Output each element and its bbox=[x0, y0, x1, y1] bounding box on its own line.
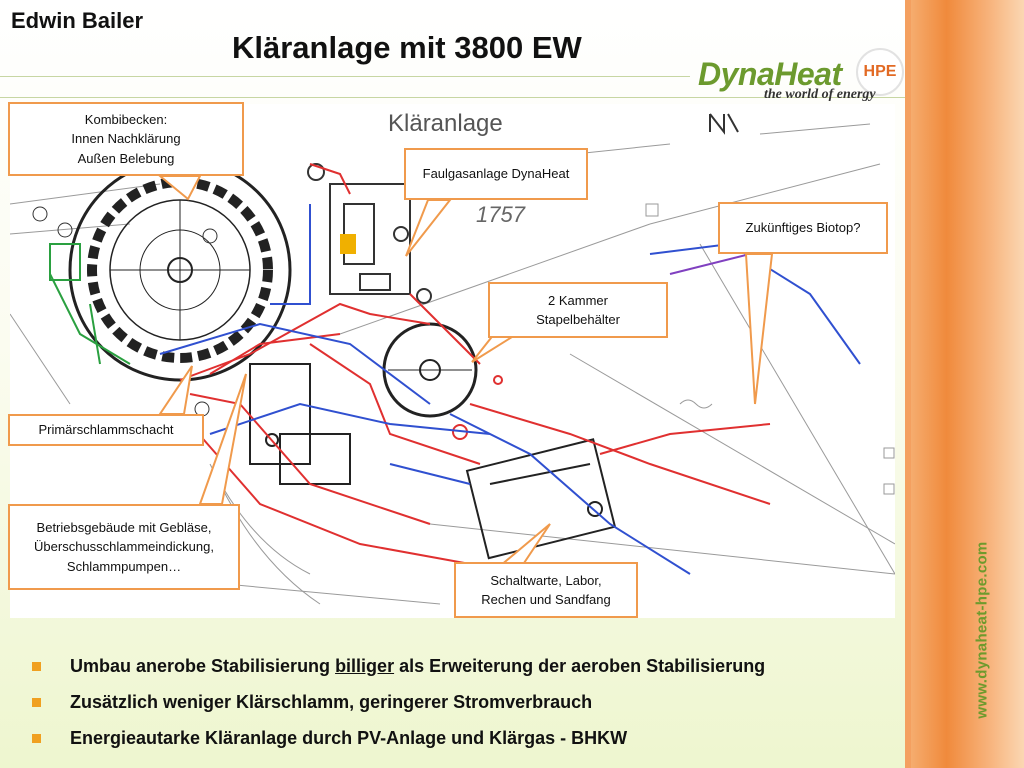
logo-hpe-badge: HPE bbox=[856, 48, 904, 96]
right-decor-band bbox=[905, 0, 1024, 768]
bullet-square-icon bbox=[32, 662, 41, 671]
bullet-item: Zusätzlich weniger Klärschlamm, geringer… bbox=[32, 692, 902, 728]
dynaheat-logo: DynaHeat HPE the world of energy bbox=[690, 40, 905, 108]
bullet-list: Umbau anerobe Stabilisierung billiger al… bbox=[32, 656, 902, 764]
plan-drawing-svg bbox=[10, 113, 895, 605]
header-rule-top bbox=[0, 76, 690, 77]
website-url: www.dynaheat-hpe.com bbox=[973, 541, 991, 719]
bullet-text: Energieautarke Kläranlage durch PV-Anlag… bbox=[70, 728, 628, 748]
bullet-item: Energieautarke Kläranlage durch PV-Anlag… bbox=[32, 728, 902, 764]
bullet-text-underlined: billiger bbox=[335, 656, 395, 676]
logo-tagline: the world of energy bbox=[764, 87, 876, 102]
bullet-text: Umbau anerobe Stabilisierung billiger al… bbox=[70, 656, 765, 677]
callout-stapelbehaelter: 2 Kammer Stapelbehälter bbox=[488, 282, 668, 338]
bullet-square-icon bbox=[32, 698, 41, 707]
page-title: Kläranlage mit 3800 EW bbox=[232, 30, 582, 65]
callout-primaerschlammschacht: Primärschlammschacht bbox=[8, 414, 204, 446]
author-name: Edwin Bailer bbox=[11, 8, 144, 33]
plan-parcel-number: 1757 bbox=[476, 202, 525, 227]
header-rule-bottom bbox=[0, 97, 905, 98]
callout-faulgasanlage: Faulgasanlage DynaHeat bbox=[404, 148, 588, 200]
plan-heading: Kläranlage bbox=[388, 110, 503, 137]
callout-betriebsgebaeude: Betriebsgebäude mit Gebläse, Überschussc… bbox=[8, 504, 240, 590]
bullet-text-end: als Erweiterung der aeroben Stabilisieru… bbox=[394, 656, 766, 676]
right-decor-edge bbox=[905, 0, 911, 768]
bullet-text: Zusätzlich weniger Klärschlamm, geringer… bbox=[70, 692, 593, 712]
bullet-text-start: Umbau anerobe Stabilisierung bbox=[70, 656, 336, 676]
callout-kombibecken: Kombibecken: Innen Nachklärung Außen Bel… bbox=[8, 102, 244, 176]
bullet-item: Umbau anerobe Stabilisierung billiger al… bbox=[32, 656, 902, 692]
callout-schaltwarte: Schaltwarte, Labor, Rechen und Sandfang bbox=[454, 562, 638, 618]
callout-biotop: Zukünftiges Biotop? bbox=[718, 202, 888, 254]
logo-word-dyna: Dyna bbox=[698, 56, 775, 92]
logo-wordmark: DynaHeat bbox=[698, 56, 842, 93]
logo-word-heat: Heat bbox=[774, 56, 842, 92]
bullet-square-icon bbox=[32, 734, 41, 743]
